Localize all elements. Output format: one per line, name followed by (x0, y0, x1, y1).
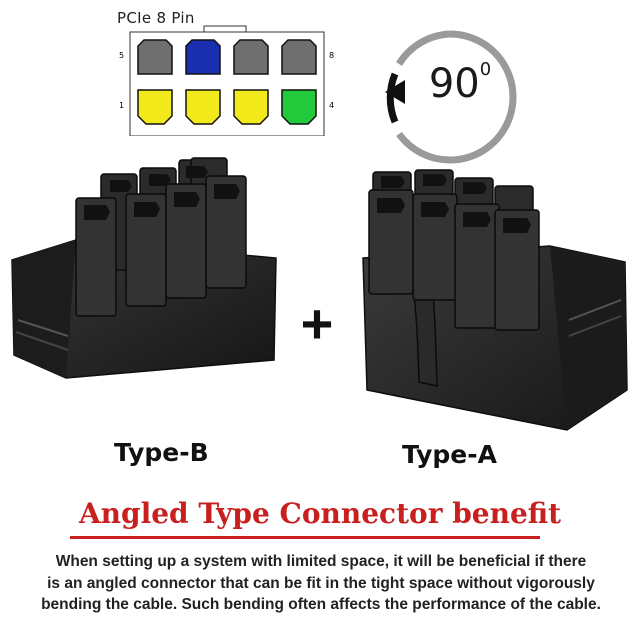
description-line-1: When setting up a system with limited sp… (55, 553, 587, 570)
pin-bottom-2 (185, 89, 221, 125)
rotation-value: 90 (428, 61, 480, 107)
rotate-counterclockwise-icon (385, 30, 517, 164)
pin-top-4 (281, 39, 317, 75)
plus-sign: + (300, 292, 334, 355)
pinout-title: PCIe 8 Pin (117, 9, 195, 27)
pin-top-3 (233, 39, 269, 75)
type-a-connector-image (362, 169, 628, 431)
description-line-3: bending the cable. Such bending often af… (41, 596, 601, 613)
pin-label-4: 4 (329, 101, 334, 110)
pin-bottom-1 (137, 89, 173, 125)
rotation-angle: 900 (425, 60, 495, 108)
description-line-2: is an angled connector that can be fit i… (47, 574, 595, 592)
pin-top-1 (137, 39, 173, 75)
pinout-diagram: 5 8 1 4 (119, 25, 334, 136)
benefit-description: When setting up a system with limited sp… (6, 551, 636, 616)
heading-underline (70, 536, 540, 539)
pin-label-8: 8 (329, 51, 334, 60)
pin-top-2 (185, 39, 221, 75)
pin-label-1: 1 (119, 101, 124, 110)
benefit-heading: Angled Type Connector benefit (78, 497, 562, 530)
pin-bottom-3 (233, 89, 269, 125)
type-b-connector-image (11, 157, 277, 379)
rotation-degree-mark: 0 (479, 58, 492, 80)
pin-bottom-4 (281, 89, 317, 125)
type-a-label: Type-A (402, 440, 497, 469)
type-b-label: Type-B (114, 438, 209, 467)
pin-label-5: 5 (119, 51, 124, 60)
